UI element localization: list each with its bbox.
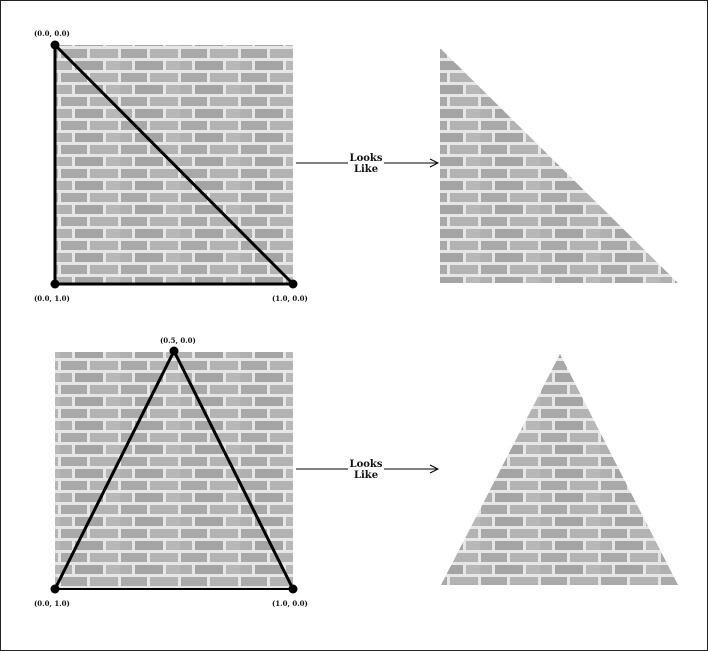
looks-like-line2: Like xyxy=(354,164,378,175)
vertex-label: (1.0, 0.0) xyxy=(272,294,308,303)
vertex-point xyxy=(51,280,60,289)
vertex-point xyxy=(51,585,60,594)
vertex-point xyxy=(170,347,179,356)
vertex-label: (0.0, 1.0) xyxy=(34,599,70,608)
vertex-point xyxy=(289,280,298,289)
result-triangle-1 xyxy=(440,48,678,283)
vertex-label: (0.0, 0.0) xyxy=(34,29,70,38)
looks-like-line2: Like xyxy=(354,470,378,481)
vertex-point xyxy=(51,41,60,50)
vertex-label: (1.0, 0.0) xyxy=(272,599,308,608)
source-texture-2 xyxy=(55,352,293,588)
result-triangle-2 xyxy=(441,354,678,585)
looks-like-line1: Looks xyxy=(350,153,383,164)
vertex-point xyxy=(289,585,298,594)
vertex-label: (0.0, 1.0) xyxy=(34,294,70,303)
looks-like-line1: Looks xyxy=(350,459,383,470)
vertex-label: (0.5, 0.0) xyxy=(160,336,196,345)
